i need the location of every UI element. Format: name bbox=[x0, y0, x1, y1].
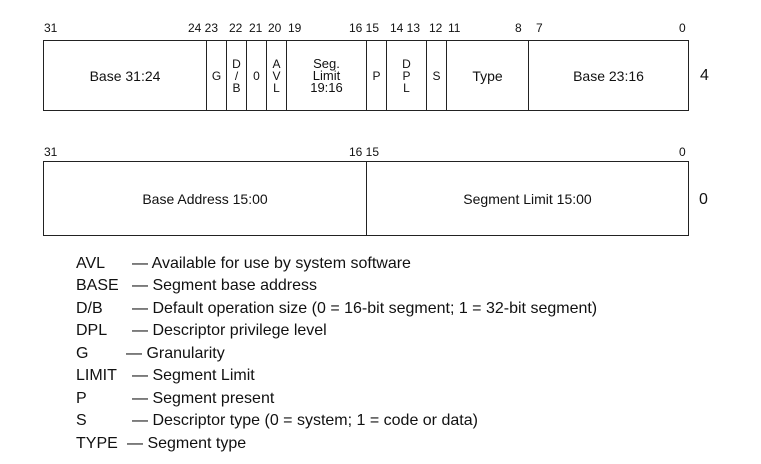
legend-item-dpl: DPL — Descriptor privilege level bbox=[76, 320, 327, 342]
bit-label-31-lower: 31 bbox=[44, 145, 58, 159]
field-p-label: P bbox=[372, 68, 381, 83]
bit-label-8: 8 bbox=[515, 21, 522, 35]
legend-desc: — Segment base address bbox=[132, 277, 317, 294]
bit-label-0-lower: 0 bbox=[679, 145, 686, 159]
field-zero: 0 bbox=[247, 41, 267, 110]
legend-term: BASE bbox=[76, 277, 119, 294]
bit-label-7: 7 bbox=[536, 21, 543, 35]
bit-label-14-13: 14 13 bbox=[390, 21, 421, 35]
field-type-label: Type bbox=[472, 67, 503, 84]
legend-item-type: TYPE — Segment type bbox=[76, 433, 246, 455]
field-dpl-label: D P L bbox=[402, 56, 411, 95]
bit-label-19: 19 bbox=[288, 21, 302, 35]
lower-word-offset: 0 bbox=[699, 191, 708, 208]
bit-label-16-15: 16 15 bbox=[349, 21, 380, 35]
legend-desc: — Available for use by system software bbox=[132, 255, 411, 272]
field-base-23-16: Base 23:16 bbox=[529, 41, 688, 110]
bit-label-24-23: 24 23 bbox=[188, 21, 219, 35]
bit-label-21: 21 bbox=[249, 21, 263, 35]
field-segment-limit-15-00: Segment Limit 15:00 bbox=[367, 162, 688, 235]
bit-label-16-15-lower: 16 15 bbox=[349, 145, 380, 159]
field-base-address-label: Base Address 15:00 bbox=[142, 190, 268, 207]
bit-label-31-upper: 31 bbox=[44, 21, 58, 35]
legend-item-avl: AVL — Available for use by system softwar… bbox=[76, 253, 411, 275]
field-seg-limit-label: Seg. Limit 19:16 bbox=[310, 55, 343, 95]
legend-desc: — Granularity bbox=[126, 345, 225, 362]
field-g-label: G bbox=[211, 68, 222, 83]
legend-item-db: D/B — Default operation size (0 = 16-bit … bbox=[76, 298, 597, 320]
legend-item-g: G — Granularity bbox=[76, 343, 225, 365]
field-zero-label: 0 bbox=[253, 68, 260, 83]
legend-desc: — Segment type bbox=[127, 435, 247, 452]
field-base-31-24: Base 31:24 bbox=[44, 41, 207, 110]
upper-word-offset: 4 bbox=[700, 67, 709, 84]
bit-label-22: 22 bbox=[229, 21, 243, 35]
legend-term: D/B bbox=[76, 300, 103, 317]
field-avl: A V L bbox=[267, 41, 287, 110]
field-seg-limit-19-16: Seg. Limit 19:16 bbox=[287, 41, 367, 110]
field-base-address-15-00: Base Address 15:00 bbox=[44, 162, 367, 235]
field-base-23-16-label: Base 23:16 bbox=[573, 67, 644, 84]
legend-term: TYPE bbox=[76, 435, 118, 452]
legend-item-s: S — Descriptor type (0 = system; 1 = code… bbox=[76, 410, 478, 432]
legend-item-p: P — Segment present bbox=[76, 388, 274, 410]
bit-label-12: 12 bbox=[429, 21, 443, 35]
legend-term: P bbox=[76, 390, 87, 407]
legend-term: G bbox=[76, 345, 89, 362]
legend-term: AVL bbox=[76, 255, 106, 272]
field-db: D / B bbox=[227, 41, 247, 110]
legend-desc: — Default operation size (0 = 16-bit seg… bbox=[132, 300, 598, 317]
field-segment-limit-label: Segment Limit 15:00 bbox=[463, 190, 592, 207]
field-avl-label: A V L bbox=[272, 56, 281, 95]
upper-descriptor-word: Base 31:24 G D / B 0 A V L Seg. Limit 19… bbox=[43, 40, 689, 111]
lower-descriptor-word: Base Address 15:00 Segment Limit 15:00 bbox=[43, 161, 689, 236]
legend-term: S bbox=[76, 412, 87, 429]
field-s-label: S bbox=[432, 68, 441, 83]
legend-desc: — Descriptor type (0 = system; 1 = code … bbox=[132, 412, 478, 429]
legend-item-base: BASE — Segment base address bbox=[76, 275, 317, 297]
legend-desc: — Segment Limit bbox=[132, 367, 255, 384]
legend-term: DPL bbox=[76, 322, 108, 339]
field-dpl: D P L bbox=[387, 41, 427, 110]
field-s: S bbox=[427, 41, 447, 110]
bit-label-20: 20 bbox=[268, 21, 282, 35]
field-type: Type bbox=[447, 41, 529, 110]
legend-item-limit: LIMIT — Segment Limit bbox=[76, 365, 255, 387]
legend-desc: — Segment present bbox=[132, 390, 275, 407]
bit-label-0-upper: 0 bbox=[679, 21, 686, 35]
legend-term: LIMIT bbox=[76, 367, 117, 384]
bit-label-11: 11 bbox=[448, 21, 461, 35]
legend-desc: — Descriptor privilege level bbox=[132, 322, 327, 339]
field-p: P bbox=[367, 41, 387, 110]
field-db-label: D / B bbox=[232, 56, 241, 95]
field-g: G bbox=[207, 41, 227, 110]
field-base-31-24-label: Base 31:24 bbox=[89, 67, 161, 84]
